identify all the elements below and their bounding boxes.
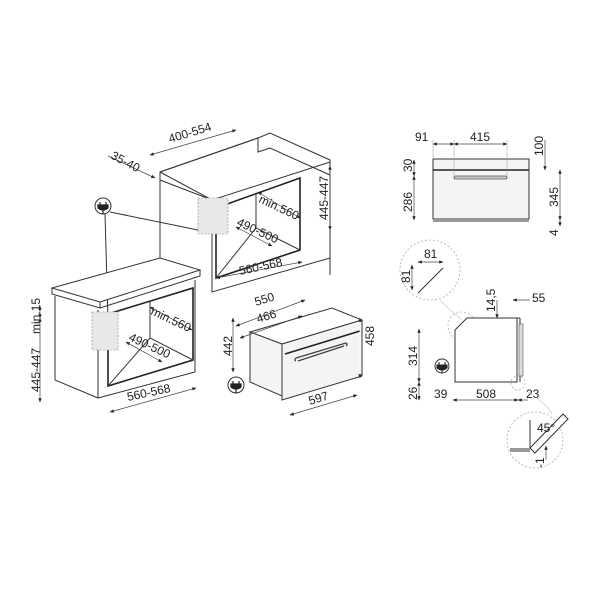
dim-niche-height: 445-447 (317, 176, 331, 220)
dim-height: 314 (406, 346, 420, 366)
appliance-drawing: 550 466 442 458 597 (221, 290, 377, 416)
dim-bottom-gap: 4 (547, 229, 561, 236)
dim-rear-gap: 39 (434, 387, 448, 401)
dim-chamfer-w: 81 (424, 247, 438, 261)
plug-icon (230, 381, 242, 393)
dim-depth-range: 400-554 (167, 120, 214, 146)
dim-top-clearance: min.15 (29, 298, 43, 334)
dim-side-offset: 35-40 (109, 148, 143, 175)
dim-handle-width: 415 (470, 130, 490, 144)
dim-niche-height: 445-447 (29, 348, 43, 392)
dim-depth-total: 550 (253, 290, 277, 309)
plug-icon (436, 362, 448, 373)
dim-top-offset: 100 (532, 136, 546, 156)
tall-unit-drawing: 400-554 35-40 445-447 min.560 490-500 56… (107, 120, 332, 293)
oven-handle (294, 342, 348, 362)
dim-top-offset: 14,5 (484, 288, 498, 312)
dim-body-height: 345 (547, 187, 561, 207)
dim-angle-offset: -1 (533, 457, 547, 468)
dim-front-width: 597 (307, 389, 331, 408)
dim-niche-width: 560-568 (126, 381, 172, 404)
dim-depth: 508 (476, 387, 496, 401)
dim-chamfer-h: 81 (399, 269, 413, 283)
dim-front-protrusion: 55 (532, 291, 546, 305)
under-counter-drawing: min.15 445-447 min.560 490-500 560-568 (29, 257, 202, 413)
dim-depth-body: 466 (255, 307, 279, 326)
dim-left-offset: 91 (415, 130, 429, 144)
dim-bottom: 26 (406, 386, 420, 400)
plug-icon (97, 202, 109, 214)
dim-front-height: 458 (363, 326, 377, 346)
dim-body-height: 442 (221, 336, 235, 356)
dim-door-height: 286 (401, 192, 415, 212)
front-view-drawing: 91 415 100 30 286 345 4 (401, 130, 562, 236)
dim-panel-top: 30 (401, 158, 415, 172)
plug-callout (94, 197, 199, 321)
front-handle (453, 175, 508, 180)
side-view-drawing: 81 81 14,5 55 314 26 39 508 23 45° -1 (399, 239, 569, 469)
dim-angle: 45° (537, 421, 555, 435)
